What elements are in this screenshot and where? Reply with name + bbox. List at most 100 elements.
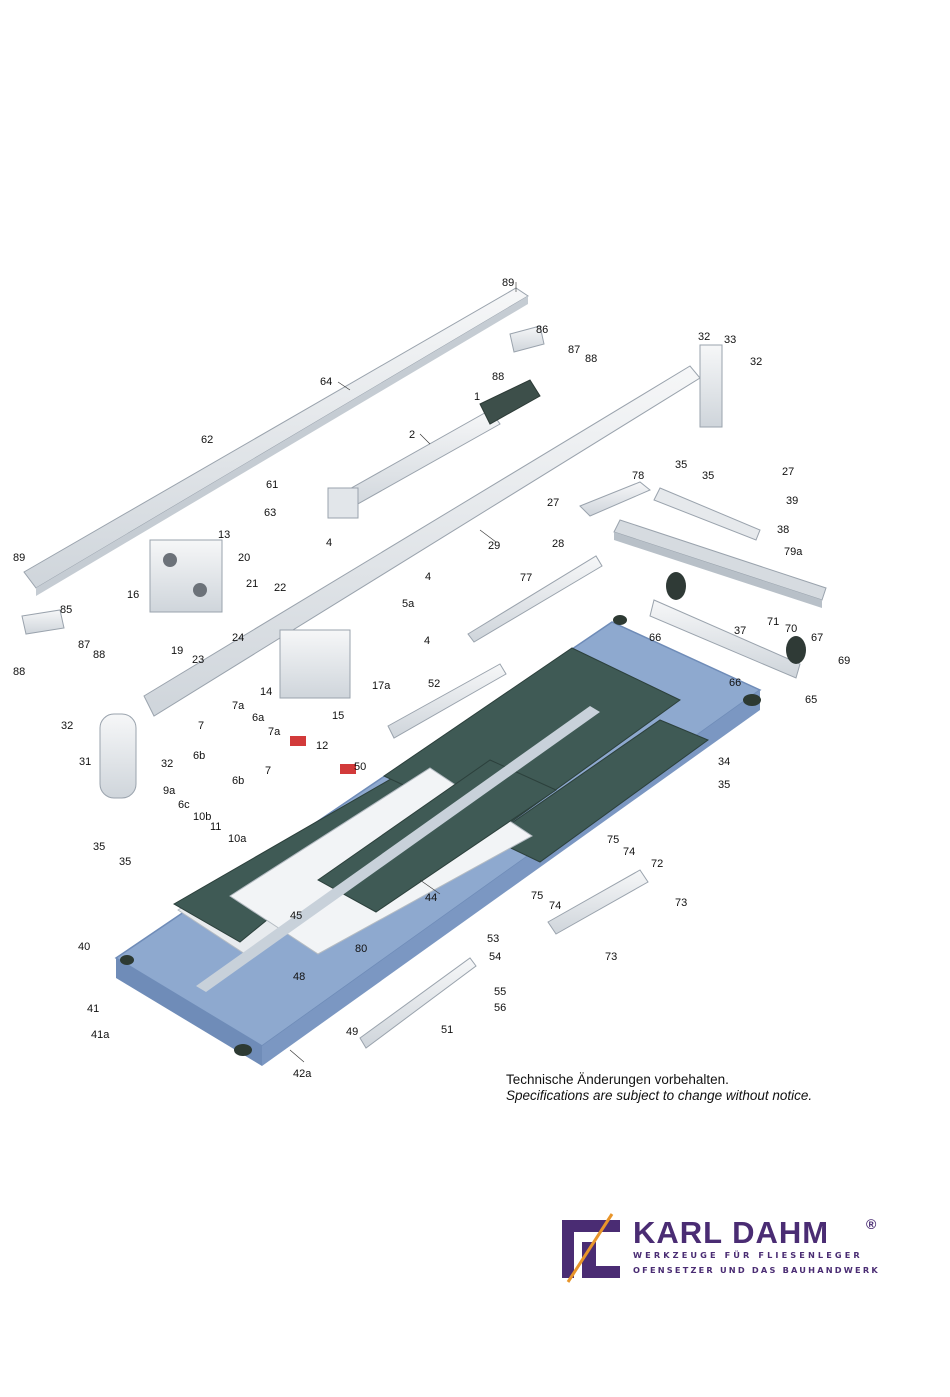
part-label-63: 63 xyxy=(264,507,276,519)
part-label-45: 45 xyxy=(290,910,302,922)
part-label-69: 69 xyxy=(838,655,850,667)
part-label-88a: 88 xyxy=(585,353,597,365)
karl-dahm-logo-icon xyxy=(562,1213,620,1283)
part-label-35e: 35 xyxy=(119,856,131,868)
part-label-38: 38 xyxy=(777,524,789,536)
bracket-85 xyxy=(21,325,545,635)
column-33 xyxy=(699,344,723,428)
part-label-13: 13 xyxy=(218,529,230,541)
brand-name: KARL DAHM xyxy=(633,1215,830,1250)
part-label-51: 51 xyxy=(441,1024,453,1036)
part-label-53: 53 xyxy=(487,933,499,945)
part-label-2: 2 xyxy=(409,429,415,441)
part-label-79a: 79a xyxy=(784,546,803,558)
leader-lines xyxy=(289,282,517,1063)
part-label-6b2: 6b xyxy=(232,775,244,787)
part-label-10b: 10b xyxy=(193,811,211,823)
part-label-89: 89 xyxy=(502,277,514,289)
part-label-4a: 4 xyxy=(326,537,332,549)
part-label-71: 71 xyxy=(767,616,779,628)
part-label-35b: 35 xyxy=(702,470,714,482)
part-label-80: 80 xyxy=(355,943,367,955)
notice-english: Specifications are subject to change wit… xyxy=(506,1088,813,1103)
part-label-15: 15 xyxy=(332,710,344,722)
part-label-70: 70 xyxy=(785,623,797,635)
part-label-12: 12 xyxy=(316,740,328,752)
part-label-22: 22 xyxy=(274,582,286,594)
part-label-42a: 42a xyxy=(293,1068,312,1080)
registered-mark: ® xyxy=(866,1216,877,1232)
part-label-32c: 32 xyxy=(61,720,73,732)
part-label-17a: 17a xyxy=(372,680,391,692)
carriage-65 xyxy=(649,572,806,679)
part-label-52: 52 xyxy=(428,678,440,690)
part-label-37: 37 xyxy=(734,625,746,637)
part-label-44: 44 xyxy=(425,892,437,904)
part-label-6a: 6a xyxy=(252,712,265,724)
part-label-78: 78 xyxy=(632,470,644,482)
part-label-11: 11 xyxy=(210,821,221,833)
part-label-7b: 7 xyxy=(198,720,204,732)
part-label-41: 41 xyxy=(87,1003,99,1015)
part-label-6b: 6b xyxy=(193,750,205,762)
part-label-19: 19 xyxy=(171,645,183,657)
handle-72 xyxy=(547,869,649,935)
part-label-66b: 66 xyxy=(729,677,741,689)
part-label-65: 65 xyxy=(805,694,817,706)
part-label-32d: 32 xyxy=(161,758,173,770)
part-label-88b: 88 xyxy=(492,371,504,383)
bar-51 xyxy=(359,957,477,1049)
part-label-67: 67 xyxy=(811,632,823,644)
part-label-14: 14 xyxy=(260,686,272,698)
part-label-61: 61 xyxy=(266,479,278,491)
part-label-27b: 27 xyxy=(547,497,559,509)
part-label-74b: 74 xyxy=(549,900,561,912)
part-label-4b: 4 xyxy=(425,571,431,583)
part-label-31: 31 xyxy=(79,756,91,768)
part-label-35c: 35 xyxy=(718,779,730,791)
part-label-89b: 89 xyxy=(13,552,25,564)
part-label-77: 77 xyxy=(520,572,532,584)
part-label-28: 28 xyxy=(552,538,564,550)
part-label-29: 29 xyxy=(488,540,500,552)
part-label-62: 62 xyxy=(201,434,213,446)
part-label-24: 24 xyxy=(232,632,244,644)
part-label-48: 48 xyxy=(293,971,305,983)
part-label-74a: 74 xyxy=(623,846,635,858)
handle xyxy=(327,379,541,519)
part-label-20: 20 xyxy=(238,552,250,564)
part-label-10a: 10a xyxy=(228,833,247,845)
part-label-86: 86 xyxy=(536,324,548,336)
part-label-75a: 75 xyxy=(607,834,619,846)
part-label-23: 23 xyxy=(192,654,204,666)
part-label-73a: 73 xyxy=(675,897,687,909)
part-label-88d: 88 xyxy=(13,666,25,678)
part-label-9a: 9a xyxy=(163,785,176,797)
part-label-16: 16 xyxy=(127,589,139,601)
part-label-56: 56 xyxy=(494,1002,506,1014)
part-label-72: 72 xyxy=(651,858,663,870)
block-13 xyxy=(149,539,223,613)
part-label-6c: 6c xyxy=(178,799,190,811)
part-label-32a: 32 xyxy=(698,331,710,343)
clamp-12 xyxy=(290,736,356,774)
brand-tagline-1: WERKZEUGE FÜR FLIESENLEGER xyxy=(633,1250,863,1260)
block-14 xyxy=(279,629,351,699)
part-label-85: 85 xyxy=(60,604,72,616)
bar-52 xyxy=(387,663,507,739)
angle-guide xyxy=(579,481,827,608)
part-label-64: 64 xyxy=(320,376,332,388)
part-label-40: 40 xyxy=(78,941,90,953)
part-label-32b: 32 xyxy=(750,356,762,368)
part-label-73b: 73 xyxy=(605,951,617,963)
part-label-34: 34 xyxy=(718,756,730,768)
part-label-54: 54 xyxy=(489,951,501,963)
part-label-88c: 88 xyxy=(93,649,105,661)
part-label-87a: 87 xyxy=(568,344,580,356)
part-label-27a: 27 xyxy=(782,466,794,478)
cutting-mats xyxy=(172,647,710,992)
part-label-50: 50 xyxy=(354,761,366,773)
notice-german: Technische Änderungen vorbehalten. xyxy=(506,1072,729,1087)
part-label-41a: 41a xyxy=(91,1029,110,1041)
